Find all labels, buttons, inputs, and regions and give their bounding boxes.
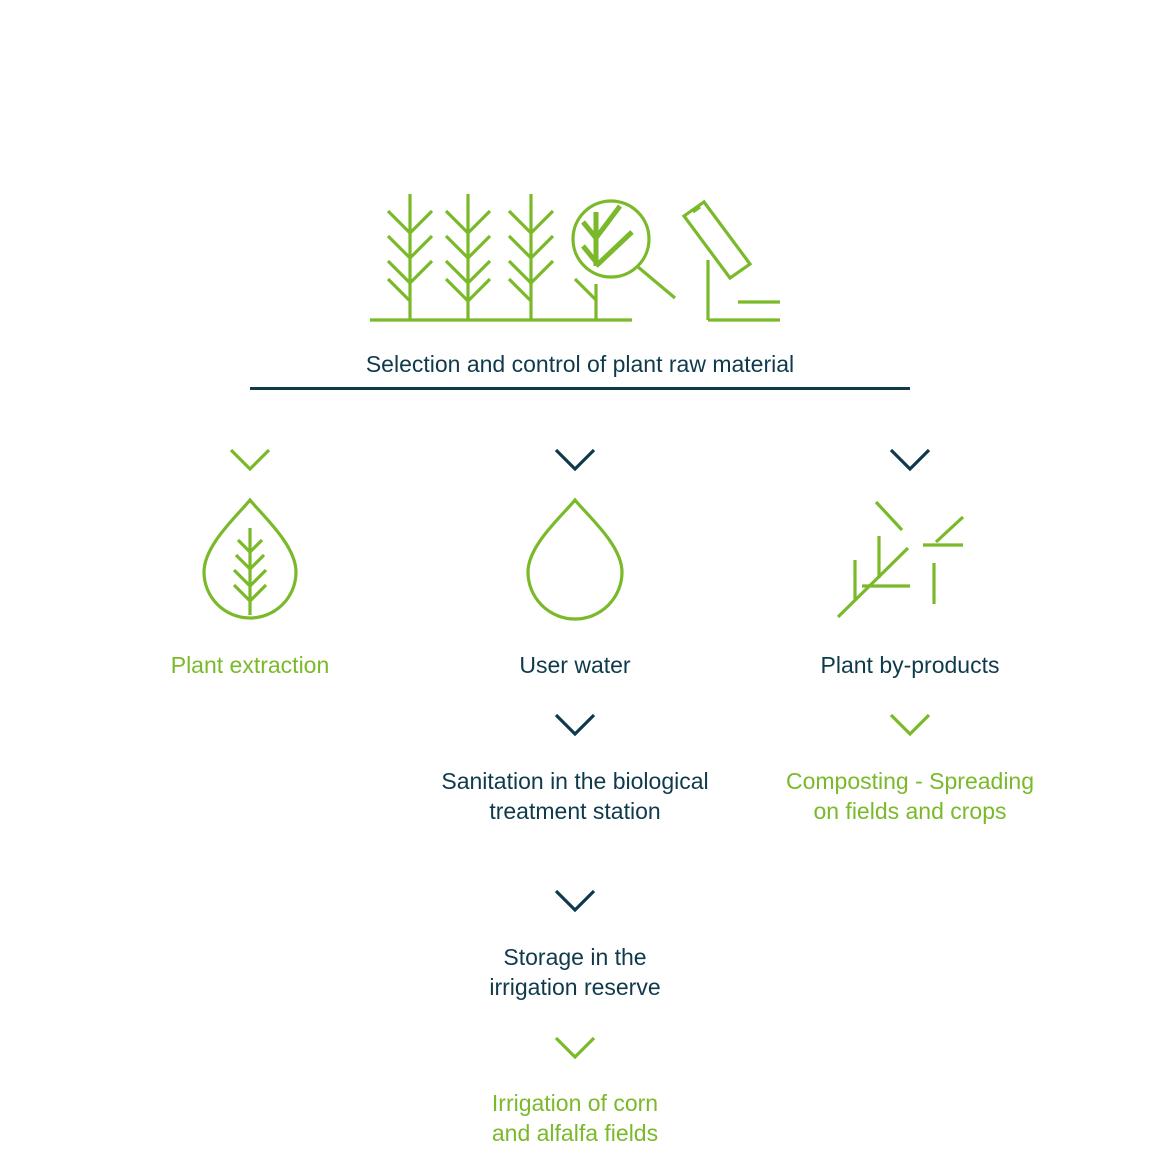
header-divider	[250, 387, 910, 390]
step-sanitation: Sanitation in the biological treatment s…	[375, 766, 775, 826]
step-line: Composting - Spreading	[785, 768, 1035, 794]
step-line: Storage in the	[503, 944, 647, 970]
step-composting: Composting - Spreading on fields and cro…	[730, 766, 1090, 826]
step-line: and alfalfa fields	[491, 1120, 659, 1146]
header-title: Selection and control of plant raw mater…	[365, 351, 795, 377]
step-storage: Storage in the irrigation reserve	[375, 942, 775, 1002]
step-line: irrigation reserve	[489, 974, 661, 1000]
step-line: treatment station	[489, 798, 661, 824]
column-label-plant-byproducts: Plant by-products	[820, 652, 1000, 678]
column-label-user-water: User water	[519, 652, 631, 678]
step-line: Irrigation of corn	[491, 1090, 659, 1116]
column-label-plant-extraction: Plant extraction	[170, 652, 330, 678]
step-irrigation: Irrigation of corn and alfalfa fields	[375, 1088, 775, 1148]
step-line: on fields and crops	[813, 798, 1007, 824]
step-line: Sanitation in the biological	[441, 768, 709, 794]
